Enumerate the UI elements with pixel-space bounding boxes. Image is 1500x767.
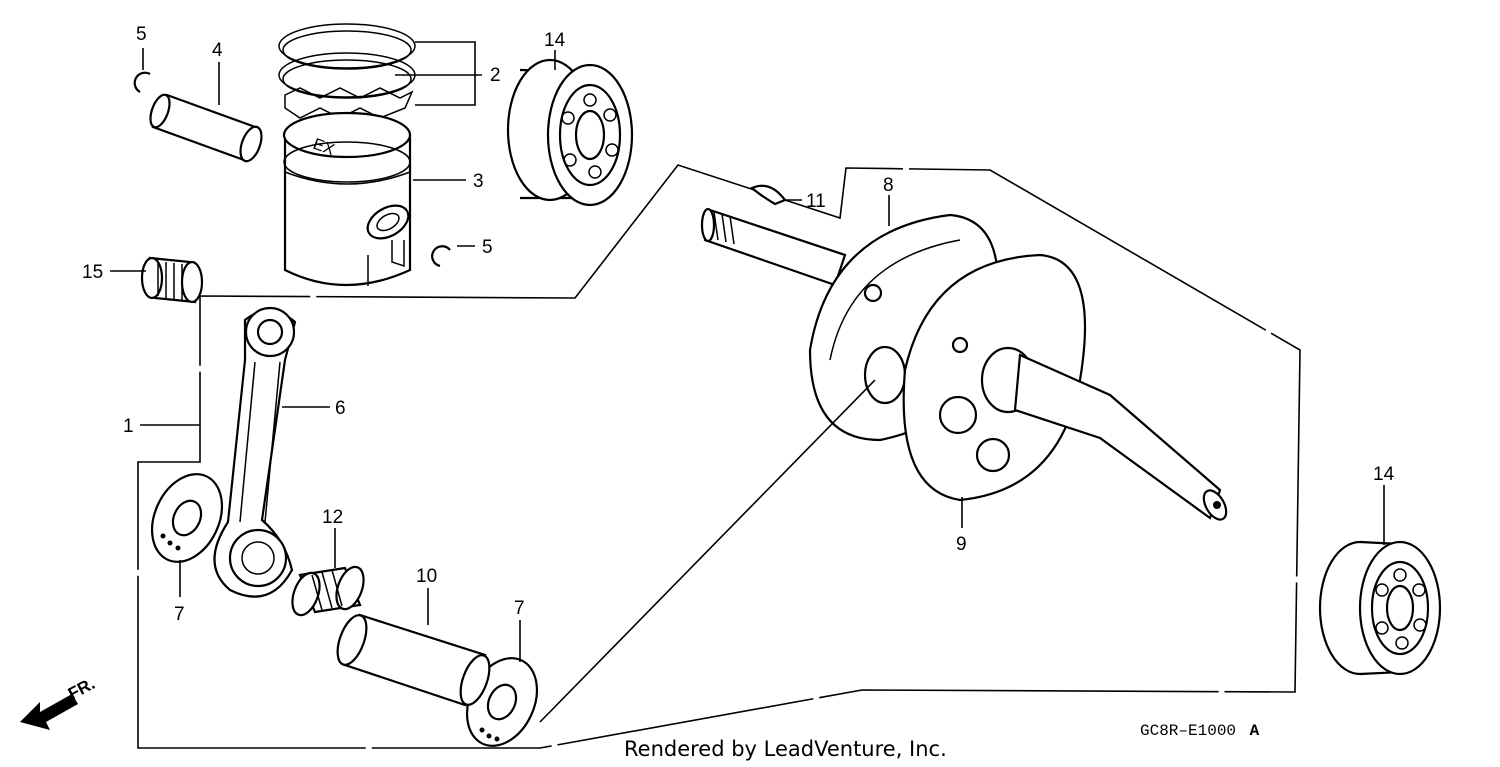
callout-5-top: 5 bbox=[136, 24, 147, 45]
leader-lines bbox=[110, 41, 1385, 723]
diagram-code-suffix: A bbox=[1250, 722, 1260, 740]
callout-6: 6 bbox=[335, 398, 346, 419]
callout-15: 15 bbox=[82, 262, 103, 283]
callout-2: 2 bbox=[490, 65, 501, 86]
callout-7-right: 7 bbox=[514, 598, 525, 619]
callout-10: 10 bbox=[416, 566, 437, 587]
big-end-needle-bearing[interactable] bbox=[287, 563, 369, 619]
svg-text:EX: EX bbox=[311, 136, 337, 159]
diagram-code-main: GC8R–E1000 bbox=[1140, 722, 1236, 740]
callout-8: 8 bbox=[883, 175, 894, 196]
crankshaft-bearing-right[interactable] bbox=[1318, 540, 1442, 676]
thrust-washer-left[interactable] bbox=[139, 463, 236, 573]
piston-pin[interactable] bbox=[147, 92, 266, 164]
callout-9: 9 bbox=[956, 534, 967, 555]
callout-5-right: 5 bbox=[482, 237, 493, 258]
callout-7-left: 7 bbox=[174, 604, 185, 625]
callout-1: 1 bbox=[123, 416, 134, 437]
piston-pin-clip-top[interactable] bbox=[133, 71, 151, 93]
callout-4: 4 bbox=[212, 40, 223, 61]
assembly-outline bbox=[137, 164, 1301, 749]
crankshaft-right[interactable] bbox=[902, 253, 1231, 523]
connecting-rod[interactable] bbox=[213, 306, 297, 598]
credit-text: Rendered by LeadVenture, Inc. bbox=[624, 737, 947, 761]
crank-pin[interactable] bbox=[332, 611, 495, 708]
callout-12: 12 bbox=[322, 507, 343, 528]
callout-14-top: 14 bbox=[544, 30, 566, 51]
callout-14-right: 14 bbox=[1373, 464, 1395, 485]
front-direction-arrow: FR. bbox=[20, 674, 98, 730]
piston-rings[interactable] bbox=[278, 23, 416, 119]
woodruff-key[interactable] bbox=[749, 184, 787, 206]
small-end-needle-bearing[interactable] bbox=[140, 256, 204, 304]
piston[interactable]: EX bbox=[282, 111, 414, 287]
diagram-code: GC8R–E1000 A bbox=[1140, 722, 1260, 740]
piston-pin-clip-right[interactable] bbox=[431, 245, 451, 268]
crankshaft-bearing-top[interactable] bbox=[506, 58, 634, 207]
callout-3: 3 bbox=[473, 171, 484, 192]
callout-11: 11 bbox=[806, 191, 826, 212]
